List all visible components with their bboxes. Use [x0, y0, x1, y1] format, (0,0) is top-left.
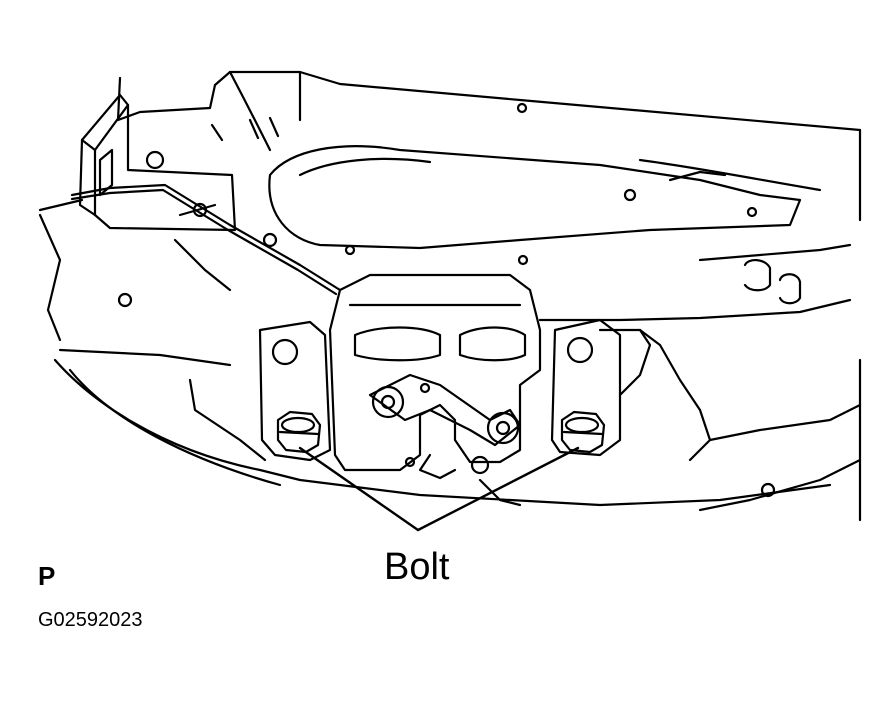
- latch-mount-left: [258, 320, 332, 462]
- bolt-callout-label: Bolt: [384, 546, 450, 588]
- panel-recess: [268, 145, 802, 250]
- bolt-left-icon: [276, 410, 322, 454]
- latch-lever: [368, 373, 522, 447]
- bolt-right-icon: [560, 410, 606, 454]
- lower-support-panel: [53, 328, 862, 522]
- release-cable-bracket: [38, 93, 342, 342]
- release-cable: [70, 183, 342, 292]
- view-letter: P: [38, 561, 56, 591]
- hood-inner-panel: [116, 70, 862, 498]
- hood-latch-assembly: [328, 273, 542, 480]
- bolt-callout-leaders: [298, 446, 580, 532]
- latch-mount-right: [550, 318, 622, 457]
- figure-code: G02592023: [38, 609, 143, 631]
